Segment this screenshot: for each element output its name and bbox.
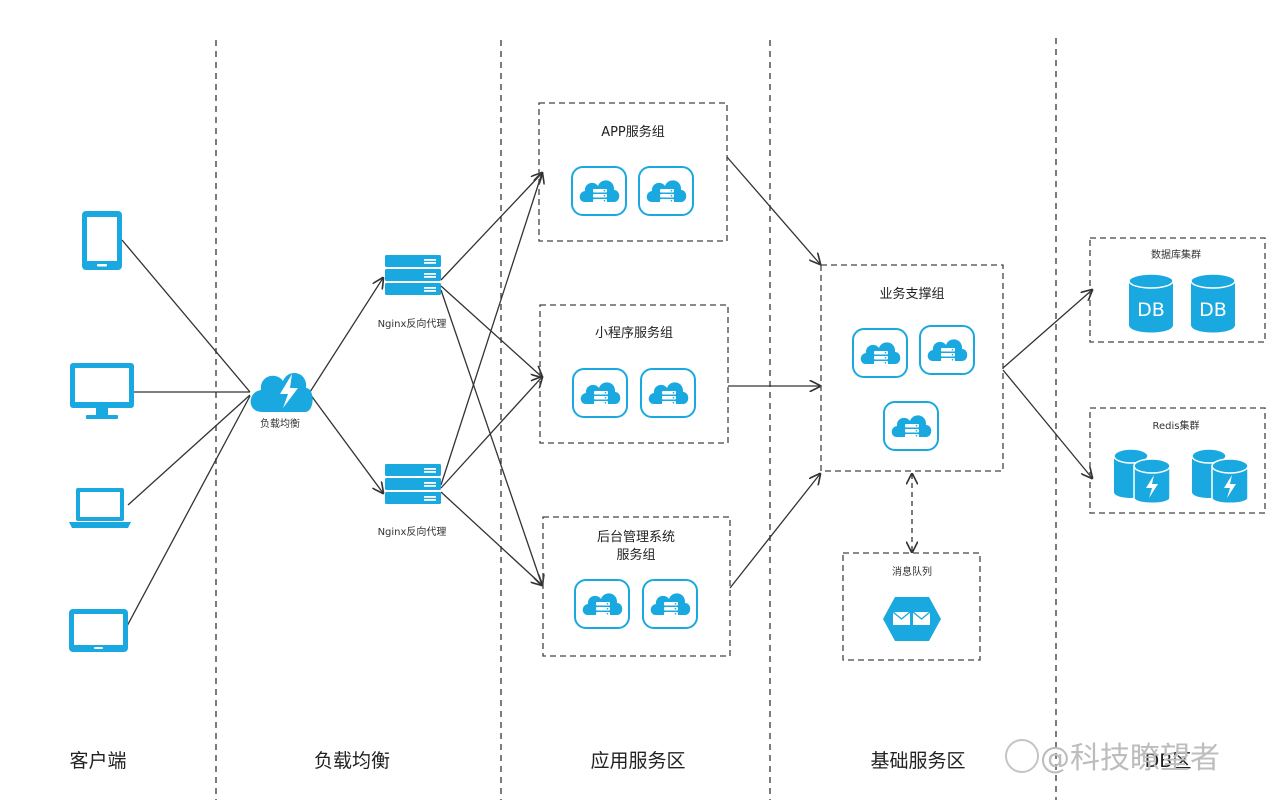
edge-nginx2-mini [440, 377, 542, 489]
database-icon: DB [1190, 273, 1236, 333]
watermark-text: @科技瞭望者 [1040, 741, 1220, 776]
group-title: Redis集群 [1153, 419, 1200, 432]
edge-app-business [726, 156, 820, 264]
server-cloud-icon [638, 165, 694, 217]
zone-labels: 客户端 负载均衡 应用服务区 基础服务区 DB区 [69, 750, 1191, 772]
group-title: APP服务组 [601, 124, 665, 140]
load-balancer-label: 负载均衡 [260, 417, 300, 430]
connections [121, 156, 1092, 629]
cloud-lightning-icon [250, 372, 313, 412]
edge-business-redis [1002, 369, 1092, 478]
message-queue-group: 消息队列 [842, 552, 981, 661]
app-service-group: APP服务组 [538, 102, 728, 242]
redis-icon [1191, 448, 1249, 504]
edge-phone-lb [121, 239, 251, 393]
edge-business-db [1002, 290, 1092, 369]
database-icon: DB [1128, 273, 1174, 333]
server-cloud-icon [919, 324, 975, 376]
edge-nginx1-mini [440, 285, 542, 377]
db-label: DB [1137, 299, 1165, 321]
group-title: 后台管理系统 [597, 530, 675, 545]
edge-nginx1-app [440, 173, 542, 281]
tablet-icon [69, 609, 128, 652]
group-title: 业务支撑组 [879, 286, 944, 302]
db-label: DB [1199, 299, 1227, 321]
edge-laptop-lb [127, 394, 251, 506]
nginx-proxy-1: Nginx反向代理 [378, 255, 447, 330]
zone-label-base-services: 基础服务区 [870, 750, 965, 772]
edge-lb-nginx1 [309, 278, 383, 393]
desktop-monitor-icon [70, 363, 134, 419]
server-stack-icon [385, 464, 441, 504]
server-cloud-icon [640, 367, 696, 419]
group-title: 服务组 [616, 547, 655, 563]
watermark: @科技瞭望者 [1005, 739, 1220, 776]
nginx-proxy-2: Nginx反向代理 [378, 464, 447, 538]
server-cloud-icon [883, 400, 939, 452]
load-balancer: 负载均衡 [250, 372, 313, 430]
admin-service-group: 后台管理系统 服务组 [542, 516, 731, 657]
edge-lb-nginx2 [309, 393, 383, 493]
nginx-label: Nginx反向代理 [378, 525, 447, 538]
group-title: 小程序服务组 [595, 325, 673, 341]
client-devices [69, 211, 134, 652]
server-cloud-icon [571, 165, 627, 217]
edge-tablet-lb [125, 395, 251, 629]
group-title: 消息队列 [892, 565, 932, 578]
laptop-icon [69, 488, 131, 528]
business-support-group: 业务支撑组 [820, 264, 1004, 472]
edge-nginx2-admin [440, 491, 542, 585]
edge-nginx1-admin [440, 289, 542, 585]
edge-admin-business [729, 474, 820, 589]
mini-program-service-group: 小程序服务组 [539, 304, 729, 444]
paw-logo-icon [1005, 739, 1039, 773]
zone-label-client: 客户端 [69, 750, 126, 772]
smartphone-icon [82, 211, 122, 270]
zone-label-load-balance: 负载均衡 [314, 750, 390, 772]
zone-dividers [215, 38, 1057, 800]
redis-cluster: Redis集群 [1089, 407, 1266, 514]
server-stack-icon [385, 255, 441, 295]
nginx-label: Nginx反向代理 [378, 317, 447, 330]
group-title: 数据库集群 [1151, 248, 1201, 261]
zone-label-db: DB区 [1145, 750, 1192, 772]
db-cluster: 数据库集群 DB DB [1089, 237, 1266, 343]
zone-label-app-services: 应用服务区 [590, 750, 685, 772]
redis-icon [1113, 448, 1171, 504]
message-queue-icon [883, 597, 941, 641]
server-cloud-icon [572, 367, 628, 419]
server-cloud-icon [852, 327, 908, 379]
server-cloud-icon [642, 578, 698, 630]
server-cloud-icon [574, 578, 630, 630]
edge-nginx2-app [440, 173, 542, 486]
